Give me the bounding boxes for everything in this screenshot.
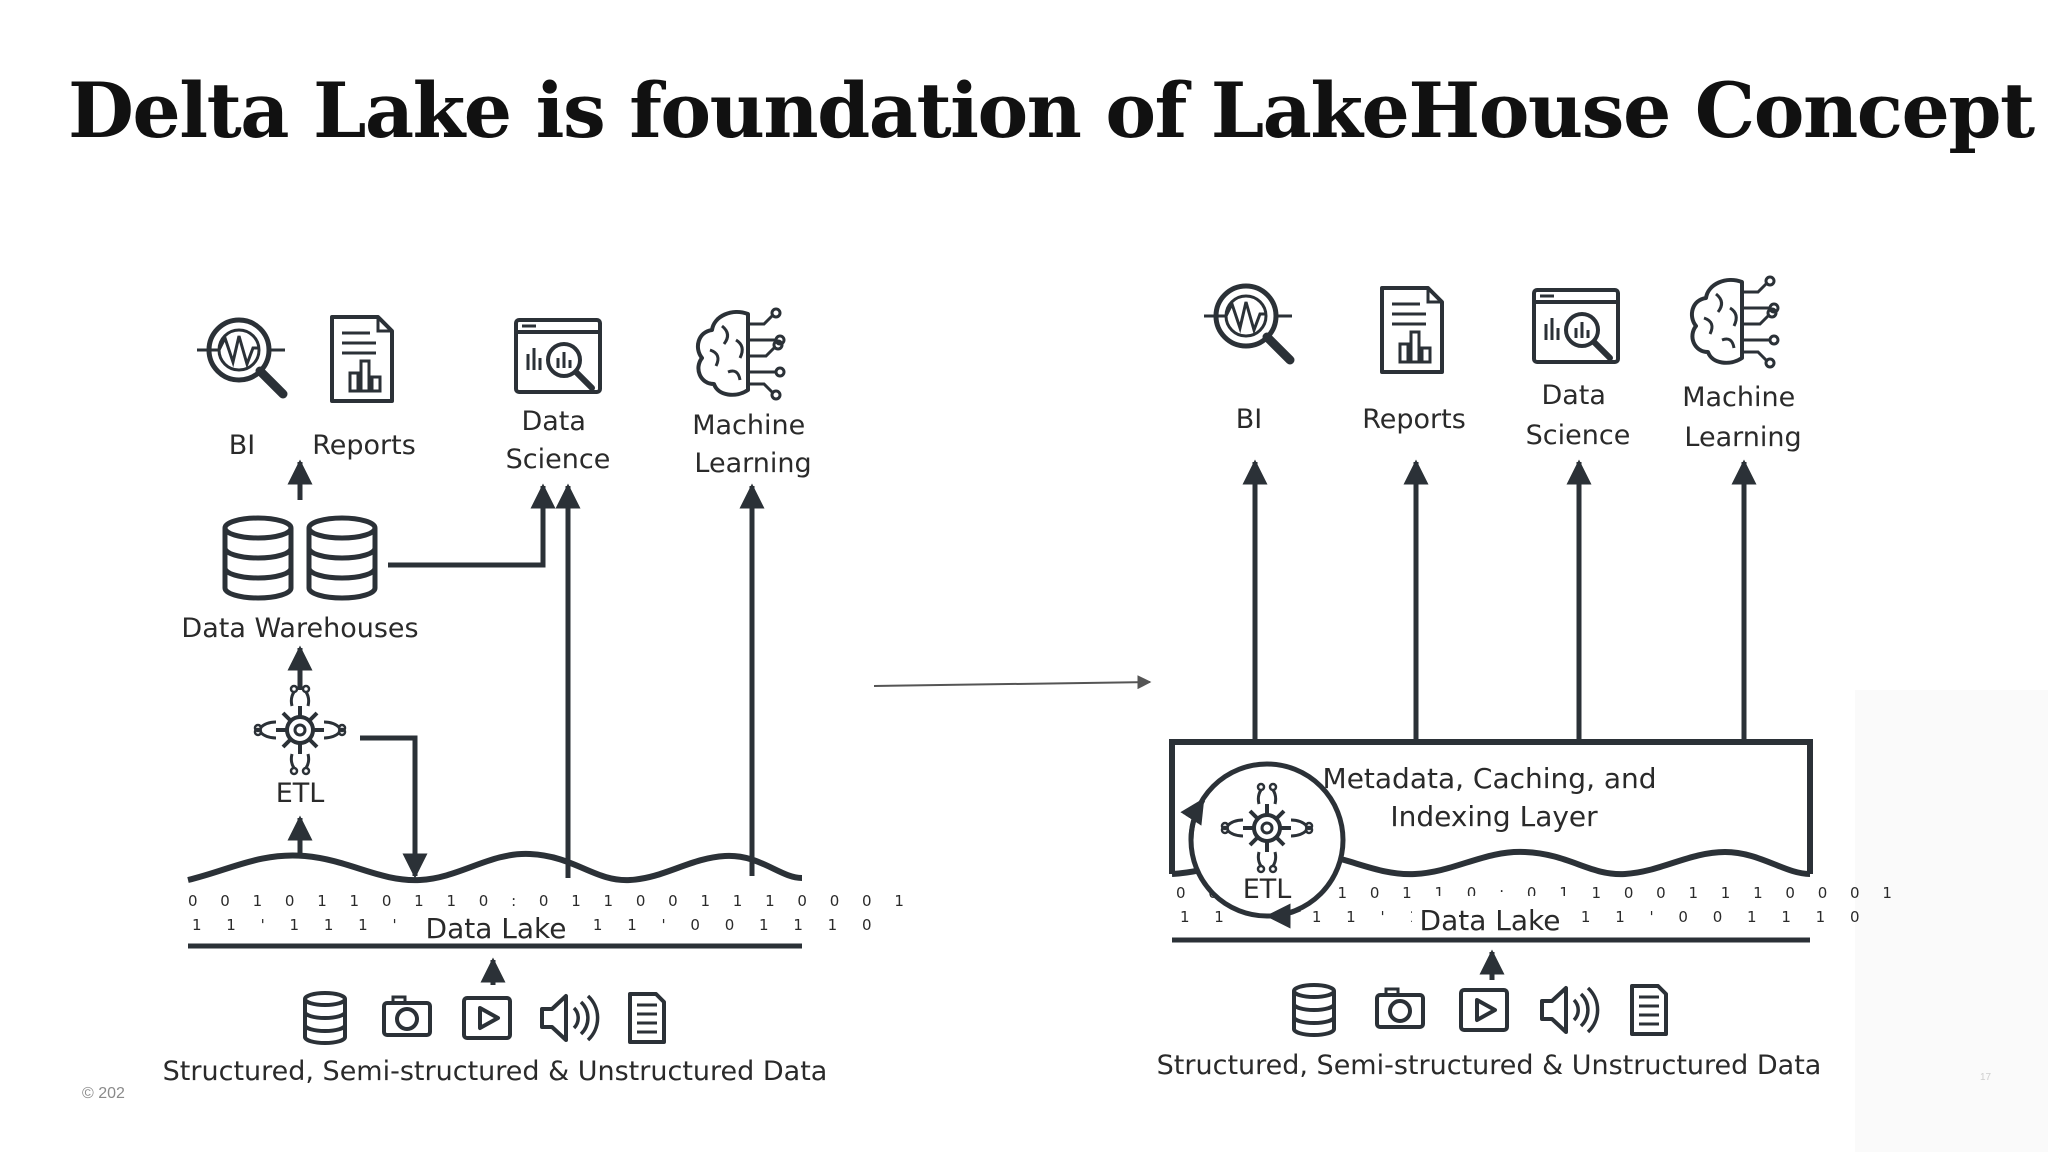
right-etl-label: ETL bbox=[1243, 874, 1292, 905]
warehouse-label: Data Warehouses bbox=[181, 613, 418, 644]
left-sources-label: Structured, Semi-structured & Unstructur… bbox=[163, 1056, 828, 1087]
data-science-icon bbox=[1534, 290, 1618, 362]
report-icon bbox=[1380, 286, 1444, 374]
source-database-icon bbox=[1292, 983, 1336, 1037]
right-data-science-line: Data bbox=[1541, 380, 1605, 411]
source-audio-icon bbox=[540, 994, 600, 1042]
bi-magnifier-icon bbox=[197, 320, 285, 394]
slide-title: Delta Lake is foundation of LakeHouse Co… bbox=[68, 66, 2035, 155]
brain-icon bbox=[695, 307, 786, 401]
background-panel bbox=[1855, 690, 2048, 1152]
svg-text:0 0 1 0 1 1 0 1 1 0 : 0 1 1 0: 0 0 1 0 1 1 0 1 1 0 : 0 1 1 0 0 1 1 1 0 … bbox=[188, 892, 913, 910]
right-sources-label: Structured, Semi-structured & Unstructur… bbox=[1157, 1050, 1822, 1081]
right-ml-label: Machine Learning bbox=[1682, 382, 1804, 453]
source-document-icon bbox=[1630, 984, 1668, 1036]
left-data-science-label: Data Science bbox=[506, 406, 611, 475]
right-reports-label: Reports bbox=[1362, 404, 1466, 435]
left-ml-line-2: Learning bbox=[694, 448, 811, 479]
source-database-icon bbox=[303, 991, 347, 1045]
left-ml-label: Machine Learning bbox=[692, 410, 814, 479]
right-data-science-label: Data Science bbox=[1526, 380, 1631, 451]
left-diagram: BI Reports Data Science Machine Learning… bbox=[163, 307, 913, 1087]
etl-cycle-arrow-top bbox=[1180, 797, 1206, 841]
source-document-icon bbox=[628, 992, 666, 1044]
svg-text:0 0 1 0 1 1 0 1 1 0 : 0 1 1 0: 0 0 1 0 1 1 0 1 1 0 : 0 1 1 0 0 1 1 1 0 … bbox=[1176, 884, 1901, 902]
etl-cycle-arrow-bottom bbox=[1265, 903, 1302, 929]
right-ml-line: Machine bbox=[1682, 382, 1795, 413]
left-etl-label: ETL bbox=[276, 778, 325, 809]
transition-arrow bbox=[873, 675, 1152, 690]
left-lake-label-bg bbox=[420, 906, 570, 942]
source-camera-icon bbox=[1375, 987, 1425, 1029]
right-data-science-line-2: Science bbox=[1526, 420, 1631, 451]
metadata-layer-line-2: Indexing Layer bbox=[1390, 800, 1598, 833]
right-lake-label-bg bbox=[1412, 896, 1570, 932]
etl-to-lake-arrow bbox=[360, 735, 428, 879]
left-data-science-line: Data bbox=[521, 406, 585, 437]
left-lake-label: Data Lake bbox=[426, 912, 567, 945]
left-reports-label: Reports bbox=[312, 430, 416, 461]
right-bi-label: BI bbox=[1236, 404, 1263, 435]
source-camera-icon bbox=[382, 995, 432, 1037]
left-data-science-line-2: Science bbox=[506, 444, 611, 475]
metadata-layer-box bbox=[1169, 739, 1813, 874]
page-number: 17 bbox=[1980, 1072, 1992, 1083]
left-bi-label: BI bbox=[229, 430, 256, 461]
warehouse-to-ds-arrow bbox=[388, 483, 556, 568]
metadata-layer-label: Metadata, Caching, and Indexing Layer bbox=[1323, 762, 1666, 833]
brain-icon bbox=[1689, 275, 1780, 369]
right-lake-label: Data Lake bbox=[1420, 904, 1561, 937]
report-icon bbox=[330, 315, 394, 403]
bi-magnifier-icon bbox=[1204, 286, 1292, 360]
left-lake-wave bbox=[187, 850, 803, 884]
metadata-layer-line: Metadata, Caching, and bbox=[1323, 762, 1657, 795]
right-ml-line-2: Learning bbox=[1684, 422, 1801, 453]
source-video-icon bbox=[1459, 988, 1509, 1032]
copyright-footer: © 202 bbox=[82, 1085, 125, 1102]
left-ml-line: Machine bbox=[692, 410, 805, 441]
source-audio-icon bbox=[1540, 986, 1600, 1034]
etl-gear-icon bbox=[253, 684, 347, 776]
source-video-icon bbox=[462, 996, 512, 1040]
warehouse-db-icon bbox=[225, 518, 291, 598]
warehouse-db-icon-2 bbox=[309, 518, 375, 598]
data-science-icon bbox=[516, 320, 600, 392]
right-diagram: BI Reports Data Science Machine Learning… bbox=[1157, 275, 1901, 1081]
